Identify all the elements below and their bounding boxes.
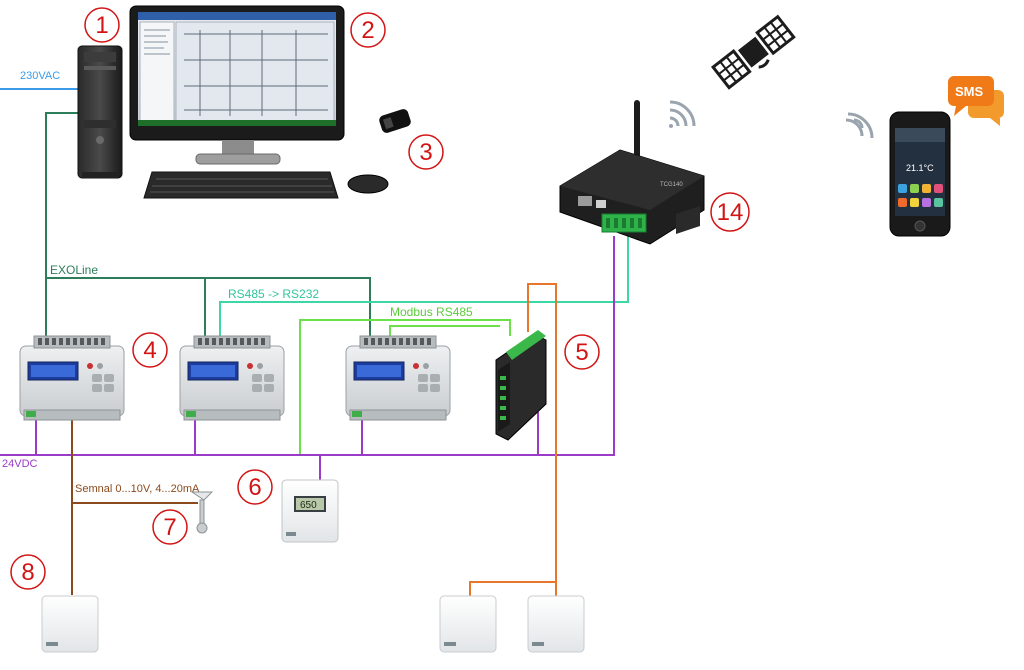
svg-text:14: 14 [717,199,744,226]
svg-text:1: 1 [95,12,108,39]
wall-sensor-icon: 650 [281,479,339,543]
marker-14: 14 [710,192,750,232]
marker-3: 3 [408,134,444,170]
pc-tower-icon [77,45,123,179]
svg-text:3: 3 [419,139,432,166]
wifi-signal-icon [669,100,696,128]
rs485-label: RS485 -> RS232 [228,287,319,301]
dc-label: 24VDC [2,458,38,470]
marker-4: 4 [132,332,168,368]
signal-label: Semnal 0...10V, 4...20mA [75,483,200,495]
room-sensor-2 [439,595,497,653]
duct-probe-icon [190,491,214,534]
marker-5: 5 [564,334,600,370]
ac-label: 230VAC [20,70,60,82]
din-rail-module-icon [495,330,547,441]
sensor-orange-line [469,283,557,596]
phone-temperature: 21.1°C [906,163,934,173]
marker-7: 7 [152,509,188,545]
room-sensor-1 [41,595,99,653]
svg-text:2: 2 [361,17,374,44]
svg-text:7: 7 [163,514,176,541]
svg-text:6: 6 [248,474,261,501]
marker-8: 8 [10,554,46,590]
sms-label: SMS [955,84,984,99]
mouse-icon [347,174,389,194]
satellite-icon [710,14,796,90]
exoline-bus [45,112,371,336]
wifi-signal-phone-icon [845,112,874,139]
gsm-model-label: TCG140 [660,182,683,188]
signal-line [71,420,198,595]
marker-2: 2 [350,12,386,48]
usb-dongle-icon [379,109,411,133]
dc-power-line [0,236,615,480]
exoline-label: EXOLine [50,263,98,277]
sensor-display-value: 650 [300,500,317,511]
keyboard-icon [143,171,339,199]
svg-text:5: 5 [575,339,588,366]
modbus-line [299,319,511,456]
monitor-icon [129,5,345,165]
marker-1: 1 [84,7,120,43]
rs485-rs232-line [219,236,629,336]
sms-bubble-icon: SMS [948,76,1004,126]
svg-text:4: 4 [143,337,156,364]
smartphone-icon: 21.1°C [889,111,951,237]
modbus-label: Modbus RS485 [390,305,473,319]
gsm-module-icon: TCG140 [559,100,705,245]
controller-3 [345,335,451,421]
room-sensor-3 [527,595,585,653]
svg-text:8: 8 [21,559,34,586]
marker-6: 6 [237,469,273,505]
controller-1 [19,335,125,421]
controller-2 [179,335,285,421]
